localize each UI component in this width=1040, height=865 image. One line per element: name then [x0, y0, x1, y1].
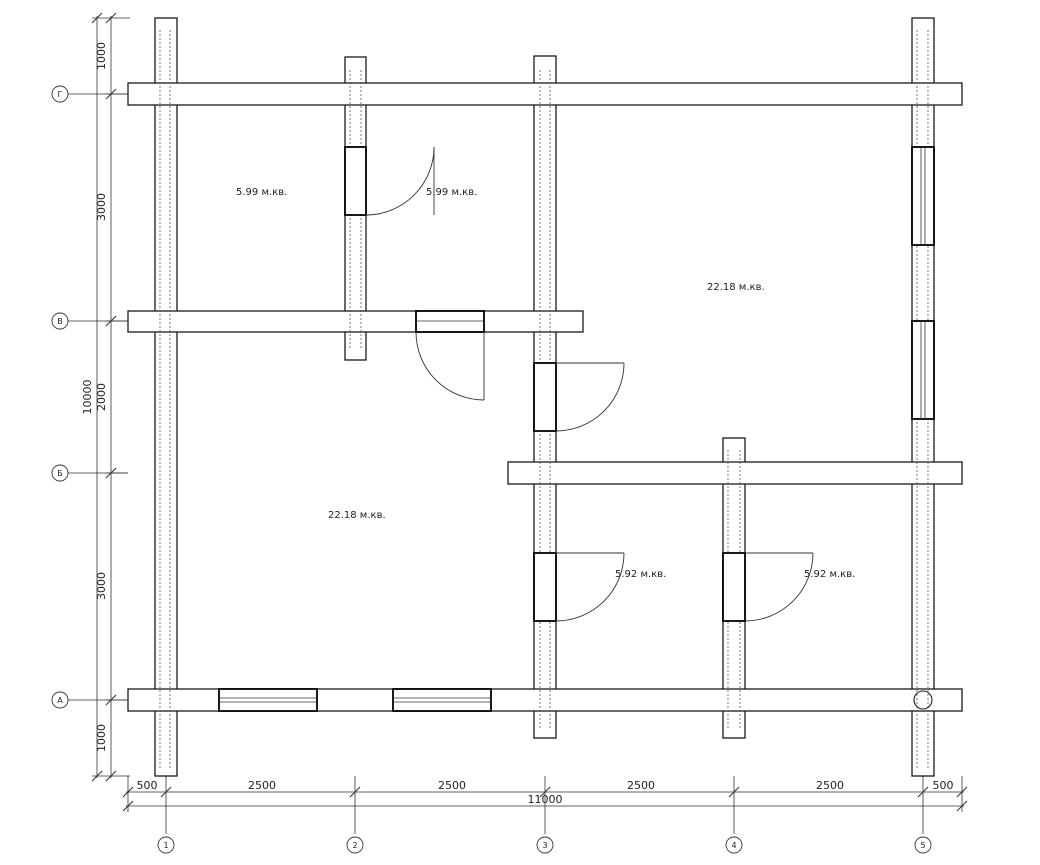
window-bottom-middle: [392, 688, 492, 712]
dim-left-3: 2000: [95, 383, 108, 411]
room-area-6: 5.92 м.кв.: [804, 569, 855, 580]
doors: [344, 146, 814, 622]
window-bottom-left: [218, 688, 318, 712]
axis-label-b: Б: [57, 469, 63, 478]
room-area-3: 22.18 м.кв.: [707, 282, 765, 293]
window-right-upper: [911, 146, 935, 246]
room-area-4: 22.18 м.кв.: [328, 510, 386, 521]
axis-label-a: А: [57, 696, 63, 705]
dim-left-total: 10000: [81, 380, 94, 415]
dimension-bottom: 500 2500 2500 2500 2500 500 11000: [122, 776, 968, 834]
dimension-left: 1000 3000 2000 3000 1000 10000: [81, 12, 130, 782]
axis-bubble-a: [51, 691, 69, 709]
room-area-5: 5.92 м.кв.: [615, 569, 666, 580]
door-wall-2: [344, 146, 435, 216]
dim-bottom-1: 500: [137, 779, 158, 792]
dim-bottom-total: 11000: [528, 793, 563, 806]
axis-bubble-1: [157, 836, 175, 854]
axis-bubble-3: [536, 836, 554, 854]
axis-bubble-v: [51, 312, 69, 330]
axis-label-2: 2: [352, 841, 357, 850]
dim-left-2: 3000: [95, 193, 108, 221]
room-area-2: 5.99 м.кв.: [426, 187, 477, 198]
axis-label-v: В: [57, 317, 63, 326]
door-wall-3-upper: [533, 362, 625, 432]
axis-bubbles-bottom: 1 2 3 4 5: [157, 836, 932, 854]
axis-bubble-2: [346, 836, 364, 854]
window-right-lower: [911, 320, 935, 420]
dim-left-5: 1000: [95, 724, 108, 752]
wall-axis-v: [127, 310, 584, 333]
room-area-1: 5.99 м.кв.: [236, 187, 287, 198]
dim-bottom-4: 2500: [627, 779, 655, 792]
room-labels: 5.99 м.кв. 5.99 м.кв. 22.18 м.кв. 22.18 …: [236, 187, 855, 580]
windows: [218, 146, 935, 712]
dim-left-4: 3000: [95, 572, 108, 600]
wall-axis-g: [127, 82, 963, 106]
door-wall-4: [722, 552, 814, 622]
door-wall-v: [415, 310, 485, 401]
axis-bubble-b: [51, 464, 69, 482]
dim-bottom-6: 500: [933, 779, 954, 792]
wall-axis-1: [154, 17, 178, 777]
axis-label-5: 5: [920, 841, 925, 850]
wall-axis-b: [507, 461, 963, 485]
column-marker: [913, 690, 933, 710]
axis-bubble-4: [725, 836, 743, 854]
axis-label-4: 4: [731, 841, 736, 850]
dim-left-1: 1000: [95, 42, 108, 70]
dim-bottom-3: 2500: [438, 779, 466, 792]
axis-label-1: 1: [163, 841, 168, 850]
axis-bubble-5: [914, 836, 932, 854]
axis-bubble-g: [51, 85, 69, 103]
dim-bottom-5: 2500: [816, 779, 844, 792]
axis-bubbles-left: Г В Б А: [51, 85, 128, 709]
axis-label-g: Г: [58, 90, 63, 99]
axis-label-3: 3: [542, 841, 547, 850]
dim-bottom-2: 2500: [248, 779, 276, 792]
door-wall-3-lower: [533, 552, 625, 622]
